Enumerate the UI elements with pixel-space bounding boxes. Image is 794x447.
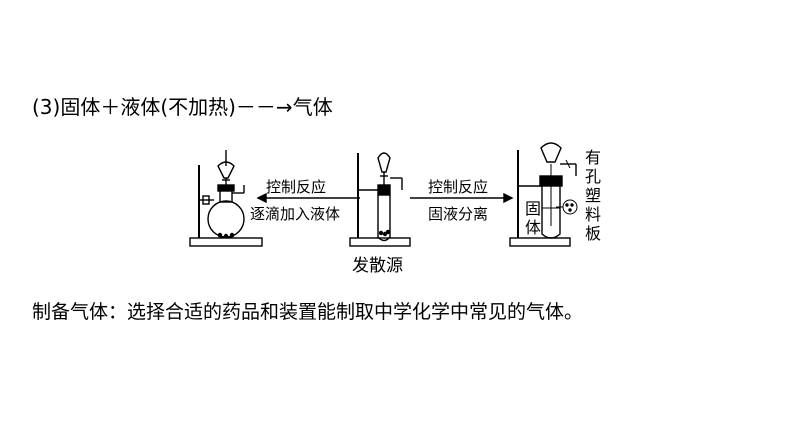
left-apparatus <box>189 150 263 247</box>
right-arrow-top-label: 控制反应 <box>428 178 489 196</box>
solid-label: 固体 <box>524 199 541 237</box>
right-arrow-bottom-label: 固液分离 <box>428 205 489 223</box>
center-caption: 发散源 <box>352 256 403 276</box>
plate-label: 有孔塑料板 <box>584 148 601 243</box>
section-heading: (3)固体＋液体(不加热)－－→气体 <box>32 95 333 119</box>
center-apparatus <box>349 152 411 247</box>
left-arrow-top-label: 控制反应 <box>266 178 327 196</box>
left-arrow-bottom-label: 逐滴加入液体 <box>250 205 341 223</box>
right-apparatus <box>509 142 578 247</box>
description-text: 制备气体：选择合适的药品和装置能制取中学化学中常见的气体。 <box>32 301 584 323</box>
